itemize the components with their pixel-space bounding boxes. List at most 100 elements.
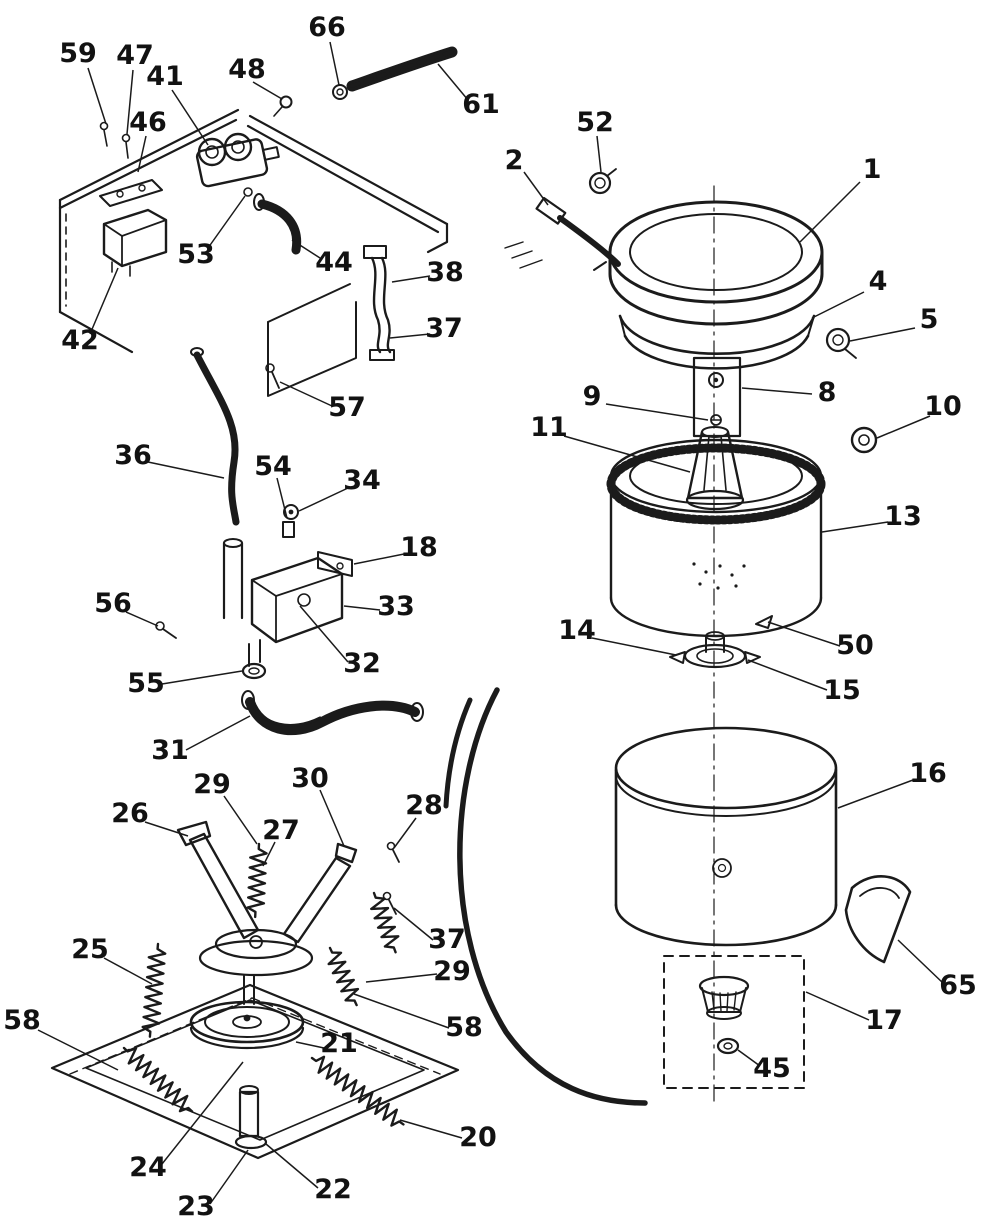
elbow-hose-44 <box>253 193 302 255</box>
callout-5: 5 <box>920 304 939 335</box>
arm-bracket-30 <box>334 842 358 864</box>
callout-53: 53 <box>177 239 215 270</box>
callout-27: 27 <box>262 815 300 846</box>
spring-20 <box>310 1055 405 1127</box>
mixing-valve-assembly <box>155 504 353 680</box>
callout-36: 36 <box>114 440 152 471</box>
screw-37b <box>382 891 397 915</box>
valve-fitting-54 <box>282 521 295 538</box>
callout-22: 22 <box>314 1174 352 1205</box>
callout-58b: 58 <box>445 1012 483 1043</box>
callout-20: 20 <box>459 1122 497 1153</box>
callout-38: 38 <box>426 257 464 288</box>
fitting-66 <box>332 84 348 100</box>
o-ring-55 <box>241 662 267 680</box>
callout-52: 52 <box>576 107 614 138</box>
fill-hose-and-fittings <box>273 46 458 117</box>
tub-bracket-65 <box>844 875 912 964</box>
grommet-10 <box>850 426 878 454</box>
callout-13: 13 <box>884 501 922 532</box>
callout-37b: 37 <box>428 924 466 955</box>
pressure-hose-36 <box>190 347 240 526</box>
callout-59: 59 <box>59 38 97 69</box>
hose-clamp-52 <box>588 168 617 195</box>
callout-42: 42 <box>61 325 99 356</box>
callout-56: 56 <box>94 588 132 619</box>
callout-14: 14 <box>558 615 596 646</box>
callout-41: 41 <box>146 61 184 92</box>
callout-18: 18 <box>400 532 438 563</box>
spring-25 <box>141 942 167 1038</box>
callout-46: 46 <box>129 107 167 138</box>
agitator-11 <box>685 426 745 511</box>
spring-29-upper-right <box>370 891 400 954</box>
callout-17: 17 <box>865 1005 903 1036</box>
callout-44: 44 <box>315 247 353 278</box>
leader-lines <box>37 41 945 1205</box>
callout-23: 23 <box>177 1191 215 1222</box>
callout-37a: 37 <box>425 313 463 344</box>
screw-28 <box>386 841 400 863</box>
spring-27 <box>246 842 268 919</box>
callout-30: 30 <box>291 763 329 794</box>
leveling-leg-23 <box>234 1085 268 1150</box>
callout-54: 54 <box>254 451 292 482</box>
callout-25: 25 <box>71 934 109 965</box>
suspension-arms-26 <box>176 820 358 977</box>
hub-assembly-14-15 <box>669 631 761 669</box>
callout-15: 15 <box>823 675 861 706</box>
pulsator-cap-45 <box>698 975 750 1020</box>
callout-50: 50 <box>836 630 874 661</box>
callout-66: 66 <box>308 12 346 43</box>
hose-bracket-38 <box>363 245 395 361</box>
mounting-bracket-46 <box>99 179 163 207</box>
callout-9: 9 <box>583 381 602 412</box>
callout-57: 57 <box>328 392 366 423</box>
screw-57 <box>265 363 280 389</box>
callout-55: 55 <box>127 668 165 699</box>
hub-nut <box>716 1037 740 1055</box>
callout-11: 11 <box>530 412 568 443</box>
callout-4: 4 <box>869 266 888 297</box>
callout-45: 45 <box>753 1053 791 1084</box>
bearing-dome <box>214 928 298 960</box>
outlet-hose-31 <box>241 690 424 736</box>
callout-34: 34 <box>343 465 381 496</box>
tub-ring-1 <box>593 200 824 326</box>
callout-58a: 58 <box>3 1005 41 1036</box>
spin-basket-13 <box>606 438 826 638</box>
cabinet-front-curve <box>443 687 648 1106</box>
callout-8: 8 <box>818 377 837 408</box>
clip-5 <box>825 327 857 359</box>
callout-48: 48 <box>228 54 266 85</box>
callout-31: 31 <box>151 735 189 766</box>
spring-29-lower-right <box>327 946 360 1007</box>
callout-21: 21 <box>320 1028 358 1059</box>
kit-box-17 <box>663 955 805 1089</box>
valve-screw-56 <box>155 621 165 631</box>
fitting-48 <box>279 95 293 109</box>
callout-24: 24 <box>129 1152 167 1183</box>
cabinet-top-panel <box>58 108 449 397</box>
tub-gasket-4 <box>618 314 816 370</box>
callout-26: 26 <box>111 798 149 829</box>
water-inlet-valve <box>195 132 280 197</box>
callout-33: 33 <box>377 591 415 622</box>
outer-tub-16 <box>614 726 838 947</box>
callout-29a: 29 <box>193 769 231 800</box>
callout-labels: 59 47 41 48 66 61 46 52 2 1 53 44 38 4 5… <box>3 12 977 1222</box>
foot-pad-22 <box>234 1134 268 1150</box>
valve-screw-53 <box>243 187 253 197</box>
valve-cap-34 <box>283 504 299 520</box>
switch-mounting-hardware <box>99 121 163 207</box>
water-level-switch <box>102 208 168 277</box>
callout-16: 16 <box>909 758 947 789</box>
spring-58-left <box>122 1046 194 1113</box>
callout-10: 10 <box>924 391 962 422</box>
tub-hose-2 <box>504 196 621 269</box>
mounting-plate-18 <box>317 551 353 577</box>
callout-32: 32 <box>343 648 381 679</box>
screw-9 <box>710 414 722 426</box>
callout-28: 28 <box>405 790 443 821</box>
